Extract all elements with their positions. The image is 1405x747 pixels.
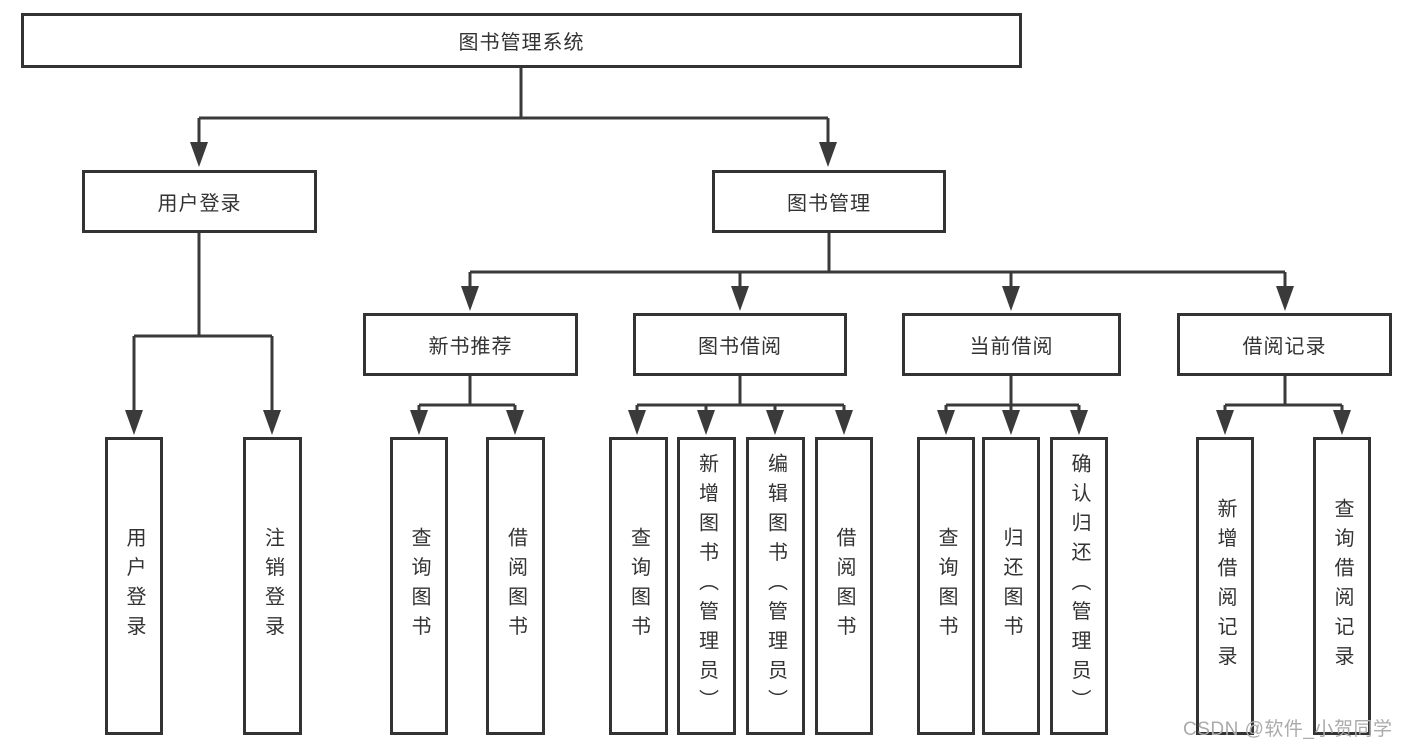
leaf-records-add-record: 新增借阅记录 xyxy=(1196,437,1254,735)
leaf-borrow-query-book: 查询图书 xyxy=(609,437,668,735)
connector-lines xyxy=(132,68,1344,414)
leaf-borrow-edit-book-admin: 编辑图书（管理员） xyxy=(746,437,805,735)
leaf-current-query-book: 查询图书 xyxy=(917,437,975,735)
leaf-recommend-borrow-book: 借阅图书 xyxy=(486,437,545,735)
node-book-borrow: 图书借阅 xyxy=(633,313,847,376)
watermark: CSDN @软件_小贺同学 xyxy=(1183,719,1393,740)
node-borrow-records: 借阅记录 xyxy=(1177,313,1392,376)
leaf-current-return-book: 归还图书 xyxy=(982,437,1040,735)
leaf-logout: 注销登录 xyxy=(243,437,302,735)
node-book-management: 图书管理 xyxy=(712,170,946,233)
node-new-book-recommend: 新书推荐 xyxy=(363,313,578,376)
node-current-borrow: 当前借阅 xyxy=(902,313,1121,376)
leaf-user-login: 用户登录 xyxy=(105,437,163,735)
leaf-recommend-query-book: 查询图书 xyxy=(390,437,448,735)
leaf-current-confirm-return-admin: 确认归还（管理员） xyxy=(1050,437,1108,735)
leaf-records-query-record: 查询借阅记录 xyxy=(1313,437,1371,735)
arrowheads xyxy=(125,142,1351,435)
node-library-system: 图书管理系统 xyxy=(21,13,1022,68)
leaf-borrow-borrow-book: 借阅图书 xyxy=(815,437,873,735)
leaf-borrow-add-book-admin: 新增图书（管理员） xyxy=(677,437,736,735)
node-user-login: 用户登录 xyxy=(82,170,317,233)
